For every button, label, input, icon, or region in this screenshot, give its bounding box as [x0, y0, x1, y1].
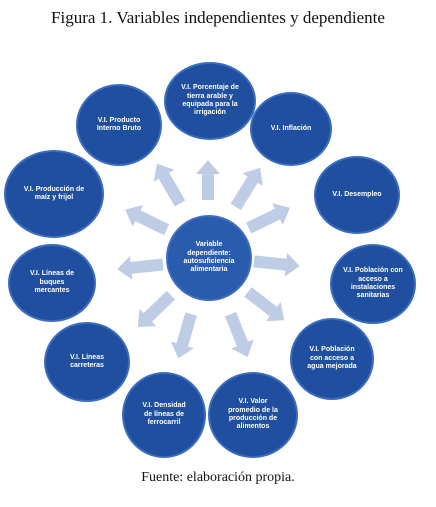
- node-roads-label: V.I. Líneas carreteras: [70, 353, 104, 369]
- arrow-to-roads: [137, 290, 176, 328]
- node-railway: V.I. Densidad de líneas de ferrocarril: [122, 372, 206, 458]
- arrow-to-gdp: [153, 163, 186, 207]
- arrow-to-irrigation: [196, 160, 220, 200]
- figure-source: Fuente: elaboración propia.: [141, 470, 295, 485]
- node-sanitation: V.I. Población con acceso a instalacione…: [330, 244, 416, 324]
- node-inflation-label: V.I. Inflación: [270, 124, 312, 132]
- arrow-to-railway: [170, 312, 197, 359]
- arrow-to-inflation: [230, 167, 263, 210]
- node-corn-beans: V.I. Producción de maíz y frijol: [4, 150, 104, 238]
- node-railway-label: V.I. Densidad de líneas de ferrocarril: [142, 402, 186, 427]
- node-food-production-label: V.I. Valor promedio de la producción de …: [228, 398, 278, 431]
- node-food-production: V.I. Valor promedio de la producción de …: [208, 372, 298, 458]
- node-unemployment: V.I. Desempleo: [314, 156, 400, 234]
- arrow-to-corn-beans: [125, 204, 170, 236]
- node-irrigation-label: V.I. Porcentaje de tierra arable y equip…: [181, 84, 239, 117]
- node-inflation: V.I. Inflación: [250, 92, 332, 166]
- node-water: V.I. Población con acceso a agua mejorad…: [290, 318, 374, 400]
- node-gdp-label: V.I. Producto Interno Bruto: [96, 116, 142, 132]
- arrow-to-shipping: [117, 255, 164, 280]
- node-irrigation: V.I. Porcentaje de tierra arable y equip…: [164, 62, 256, 140]
- node-corn-beans-label: V.I. Producción de maíz y frijol: [23, 185, 85, 201]
- node-water-label: V.I. Población con acceso a agua mejorad…: [307, 346, 357, 371]
- node-sanitation-label: V.I. Población con acceso a instalacione…: [343, 267, 403, 300]
- node-shipping: V.I. Líneas de buques mercantes: [8, 244, 96, 322]
- dependent-variable-node: Variable dependiente: autosuficiencia al…: [166, 215, 252, 301]
- node-shipping-label: V.I. Líneas de buques mercantes: [29, 270, 75, 295]
- arrow-to-sanitation: [253, 252, 300, 277]
- figure-title: Figura 1. Variables independientes y dep…: [51, 8, 385, 27]
- arrow-to-food-production: [224, 312, 254, 357]
- arrow-to-unemployment: [246, 203, 291, 234]
- node-roads: V.I. Líneas carreteras: [44, 322, 130, 402]
- arrow-to-water: [244, 287, 285, 322]
- node-unemployment-label: V.I. Desempleo: [332, 190, 382, 198]
- node-gdp: V.I. Producto Interno Bruto: [76, 84, 162, 166]
- dependent-variable-label: Variable dependiente: autosuficiencia al…: [183, 241, 235, 274]
